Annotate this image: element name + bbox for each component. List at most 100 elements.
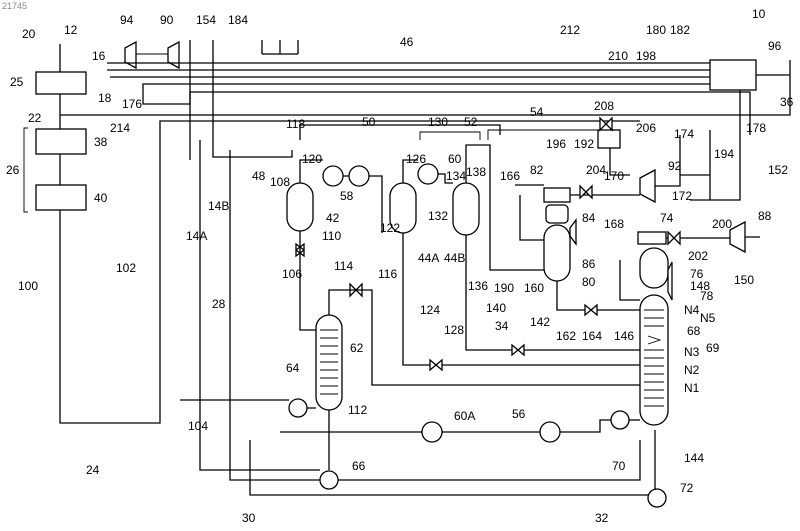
label-42: 42	[326, 211, 340, 225]
label-54: 54	[530, 105, 544, 119]
label-114: 114	[334, 259, 353, 273]
label-48: 48	[252, 169, 266, 183]
label-178: 178	[746, 121, 766, 135]
label-82: 82	[530, 163, 544, 177]
label-190: 190	[494, 281, 514, 295]
label-154: 154	[196, 13, 216, 27]
label-14B: 14B	[208, 199, 229, 213]
label-144: 144	[684, 451, 704, 465]
label-128: 128	[444, 323, 464, 337]
label-160: 160	[524, 281, 544, 295]
label-56: 56	[512, 407, 526, 421]
label-70: 70	[612, 459, 626, 473]
label-104: 104	[188, 419, 208, 433]
vessel-80	[544, 225, 570, 281]
label-172: 172	[672, 189, 692, 203]
exchanger-120	[323, 166, 343, 186]
label-40: 40	[94, 191, 108, 205]
label-68: 68	[687, 324, 701, 338]
label-130: 130	[428, 115, 448, 129]
label-30: 30	[242, 511, 256, 525]
label-80: 80	[582, 275, 596, 289]
label-69: 69	[706, 341, 720, 355]
label-194: 194	[714, 147, 734, 161]
label-200: 200	[712, 217, 732, 231]
label-202: 202	[688, 249, 708, 263]
valve-204	[580, 186, 592, 198]
label-142: 142	[530, 315, 550, 329]
label-166: 166	[500, 169, 520, 183]
label-60A: 60A	[454, 409, 475, 423]
label-146: 146	[614, 329, 634, 343]
label-150: 150	[734, 273, 754, 287]
label-74: 74	[660, 211, 674, 225]
valve-202	[668, 232, 680, 244]
label-118: 118	[286, 117, 305, 131]
label-136: 136	[468, 279, 488, 293]
label-90: 90	[160, 13, 174, 27]
valve-142	[512, 345, 524, 355]
exchanger-78	[668, 262, 672, 300]
compressor-90	[168, 42, 179, 68]
label-112: 112	[348, 403, 367, 417]
label-66: 66	[352, 459, 366, 473]
label-124: 124	[420, 303, 440, 317]
line-162	[557, 281, 640, 310]
label-196: 196	[546, 137, 566, 151]
label-52: 52	[464, 115, 478, 129]
vessel-44B	[453, 183, 479, 235]
label-96: 96	[768, 39, 782, 53]
label-180: 180	[646, 23, 666, 37]
label-34: 34	[495, 319, 509, 333]
label-72: 72	[680, 481, 694, 495]
label-214: 214	[110, 121, 130, 135]
exchanger-60	[418, 164, 438, 184]
unit-192	[598, 130, 620, 148]
label-148: 148	[690, 279, 710, 293]
label-192: 192	[574, 137, 594, 151]
label-126: 126	[406, 152, 426, 166]
valve-208	[600, 118, 612, 130]
reboiler-70	[611, 411, 629, 429]
line-184	[213, 40, 292, 157]
label-44A: 44A	[418, 251, 439, 265]
label-162: 162	[556, 329, 576, 343]
label-152: 152	[768, 163, 788, 177]
label-46: 46	[400, 35, 414, 49]
compressor-94	[125, 42, 136, 68]
exchanger-56	[540, 422, 560, 442]
vessel-42	[287, 183, 313, 231]
unit-84	[546, 205, 568, 223]
label-N3: N3	[684, 345, 700, 359]
label-20: 20	[22, 27, 36, 41]
label-86: 86	[582, 257, 596, 271]
label-62: 62	[350, 341, 364, 355]
unit-40	[36, 185, 86, 210]
unit-74	[638, 232, 666, 244]
label-26: 26	[6, 163, 20, 177]
valve-128	[430, 360, 442, 370]
label-44B: 44B	[444, 251, 465, 265]
bottom-exchanger-line	[250, 411, 666, 507]
label-18: 18	[98, 91, 112, 105]
unit-82	[544, 188, 570, 202]
label-50: 50	[362, 115, 376, 129]
vent-lines	[262, 40, 298, 54]
label-122: 122	[380, 221, 400, 235]
label-32: 32	[595, 511, 609, 525]
label-24: 24	[86, 463, 100, 477]
label-174: 174	[674, 127, 694, 141]
label-88: 88	[758, 209, 772, 223]
line-178	[690, 90, 740, 200]
label-106: 106	[282, 267, 302, 281]
figure-id: 21745	[2, 1, 27, 11]
label-164: 164	[582, 329, 602, 343]
label-16: 16	[92, 49, 106, 63]
label-84: 84	[582, 211, 596, 225]
label-N1: N1	[684, 381, 700, 395]
label-110: 110	[322, 229, 341, 243]
pump-72	[648, 430, 666, 507]
label-92: 92	[668, 159, 682, 173]
label-132: 132	[428, 209, 448, 223]
reboiler-64	[289, 399, 307, 417]
